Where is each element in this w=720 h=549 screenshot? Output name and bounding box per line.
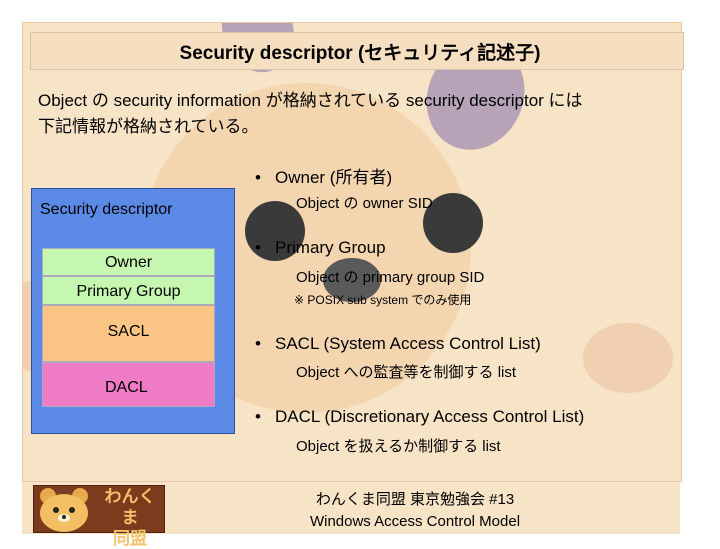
owner-field: Owner: [42, 248, 215, 276]
bullet-sacl: • SACL (System Access Control List): [255, 334, 541, 354]
security-descriptor-label: Security descriptor: [40, 201, 173, 218]
slide-title: Security descriptor (セキュリティ記述子): [179, 43, 541, 64]
dacl-field: DACL: [42, 362, 215, 407]
bullet-dot: •: [255, 334, 261, 353]
footer-line-2: Windows Access Control Model: [309, 513, 521, 530]
background-decoration: [583, 323, 673, 393]
bullet-dacl-sub: Object を扱えるか制御する list: [296, 438, 501, 455]
bullet-dot: •: [255, 407, 261, 426]
bullet-dacl-text: DACL (Discretionary Access Control List): [275, 407, 585, 426]
logo-text-line-1: わんくま: [104, 487, 156, 527]
bullet-dacl: • DACL (Discretionary Access Control List…: [255, 407, 584, 427]
bullet-primary-group-text: Primary Group: [275, 238, 386, 257]
bullet-owner: • Owner (所有者): [255, 163, 392, 188]
primary-group-field: Primary Group: [42, 276, 215, 305]
bullet-primary-group-note: ※ POSIX sub system でのみ使用: [294, 293, 472, 307]
bullet-primary-group-sub: Object の primary group SID: [296, 269, 485, 286]
bullet-sacl-sub: Object への監査等を制御する list: [296, 364, 517, 381]
bullet-sacl-text: SACL (System Access Control List): [275, 334, 541, 353]
logo-text-line-2: 同盟: [113, 529, 147, 548]
bullet-owner-sub: Object の owner SID: [296, 195, 433, 212]
bullet-primary-group: • Primary Group: [255, 238, 386, 258]
logo: [33, 485, 165, 533]
bullet-dot: •: [255, 168, 261, 187]
bullet-dot: •: [255, 238, 261, 257]
footer-line-1: わんくま同盟 東京勉強会 #13: [315, 491, 515, 508]
footer-text: わんくま同盟 東京勉強会 #13 Windows Access Control …: [240, 489, 590, 533]
bear-icon: [40, 488, 88, 532]
background-decoration: [423, 193, 483, 253]
background-decoration: [245, 201, 305, 261]
bullet-owner-text: Owner (所有者): [275, 168, 393, 187]
intro-line-1: Object の security information が格納されている s…: [38, 91, 583, 110]
sacl-field: SACL: [42, 305, 215, 362]
intro-text: Object の security information が格納されている s…: [38, 88, 688, 140]
title-band: [30, 32, 684, 70]
background-decoration: [323, 258, 381, 302]
intro-line-2: 下記情報が格納されている。: [38, 117, 259, 136]
dacl-field-label: DACL: [105, 379, 148, 396]
